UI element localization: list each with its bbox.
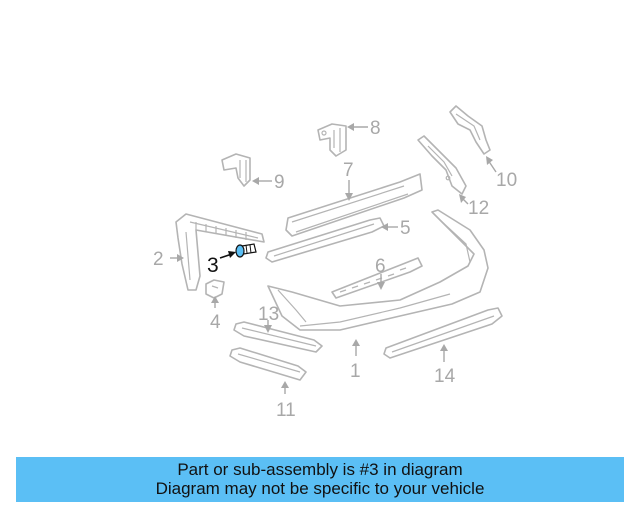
parts-diagram: 8 9 10 12 7: [153, 105, 517, 421]
banner-line-disclaimer: Diagram may not be specific to your vehi…: [155, 479, 485, 498]
leader-5: [381, 223, 398, 231]
part-10-bracket: [449, 105, 491, 155]
leader-4: [211, 296, 219, 308]
callout-12: 12: [468, 198, 489, 219]
callout-10: 10: [496, 170, 517, 191]
leader-12: [459, 194, 469, 205]
callout-1: 1: [350, 361, 361, 382]
part-6-trim: [331, 257, 423, 299]
part-11-molding: [229, 347, 307, 381]
callout-2: 2: [153, 249, 164, 270]
callout-6: 6: [375, 256, 386, 277]
leader-8: [347, 123, 368, 131]
part-3-screw: [235, 243, 257, 258]
info-banner: Part or sub-assembly is #3 in diagram Di…: [16, 457, 624, 502]
leader-14: [440, 344, 448, 362]
callout-7: 7: [343, 160, 354, 181]
part-1-bumper-cover: [267, 209, 489, 331]
callout-5: 5: [400, 218, 411, 239]
part-14-molding: [383, 307, 503, 359]
callout-8: 8: [370, 118, 381, 139]
leader-10: [486, 156, 497, 173]
callout-13: 13: [258, 304, 279, 325]
callout-4: 4: [210, 312, 221, 333]
leader-9: [252, 177, 272, 185]
leader-11: [281, 381, 289, 394]
leader-13: [264, 320, 272, 333]
part-5-absorber: [265, 217, 385, 263]
leader-3: [219, 251, 236, 259]
leader-6: [377, 274, 385, 290]
part-9-bracket: [221, 153, 251, 187]
part-7-impact-bar: [285, 173, 423, 237]
part-8-bracket: [317, 123, 347, 157]
callout-11: 11: [276, 400, 296, 421]
banner-line-part: Part or sub-assembly is #3 in diagram: [177, 460, 463, 479]
callout-3: 3: [207, 254, 219, 277]
part-13-molding: [233, 321, 323, 353]
part-12-retainer: [417, 135, 467, 195]
part-4-clip: [205, 279, 225, 299]
callout-14: 14: [434, 366, 456, 387]
leader-2: [170, 254, 184, 262]
part-2-support: [175, 213, 265, 291]
leader-1: [352, 339, 360, 356]
callout-9: 9: [274, 172, 285, 193]
leader-7: [345, 180, 353, 201]
